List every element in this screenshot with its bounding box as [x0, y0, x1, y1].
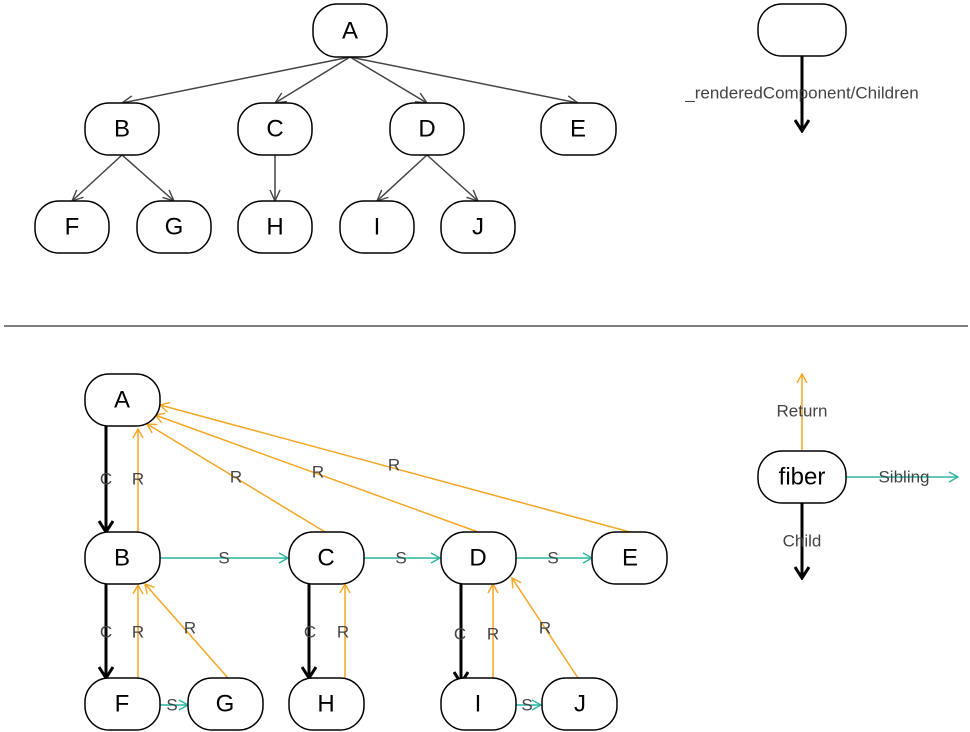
fiber-node-i: I	[440, 677, 517, 731]
top-node-h: H	[237, 200, 313, 254]
fiber-node-f-label: F	[115, 691, 130, 718]
top-legend: _renderedComponent/Children	[684, 3, 919, 131]
fiber-return-edges	[132, 401, 631, 679]
return-c-a	[145, 423, 326, 533]
label-return-h-c: R	[337, 623, 349, 642]
label-return-f-b: R	[132, 623, 144, 642]
label-sibling-d-e: S	[547, 549, 558, 568]
top-legend-node	[757, 3, 847, 57]
label-return-j-d: R	[539, 619, 551, 638]
top-node-h-label: H	[266, 214, 283, 241]
edge-a-d	[349, 56, 429, 104]
top-node-i: I	[339, 200, 415, 254]
top-node-j-label: J	[472, 214, 484, 241]
label-child-a-b: C	[100, 470, 112, 489]
top-node-c-label: C	[266, 116, 283, 143]
legend-sibling-label: Sibling	[878, 468, 929, 487]
legend-fiber-node: fiber	[757, 450, 847, 504]
top-node-c: C	[237, 102, 313, 156]
label-return-b-a: R	[132, 470, 144, 489]
return-e-a	[158, 401, 631, 533]
fiber-node-e: E	[591, 531, 668, 585]
return-g-b	[144, 582, 229, 679]
fiber-node-c: C	[288, 531, 365, 585]
edge-b-g	[121, 154, 176, 203]
label-sibling-b-c: S	[218, 549, 229, 568]
fiber-node-b-label: B	[114, 545, 130, 572]
fiber-node-i-label: I	[475, 691, 482, 718]
top-node-f-label: F	[65, 214, 80, 241]
edge-b-f	[70, 154, 123, 203]
label-sibling-c-d: S	[395, 549, 406, 568]
fiber-node-e-label: E	[622, 545, 638, 572]
fiber-node-j-label: J	[574, 691, 586, 718]
fiber-legend: Return Sibling Child fiber	[757, 372, 960, 578]
top-node-d-label: D	[418, 116, 435, 143]
fiber-sibling-edges	[160, 552, 594, 711]
fiber-node-j: J	[541, 677, 618, 731]
legend-return-label: Return	[776, 402, 827, 421]
top-node-b: B	[84, 102, 160, 156]
fiber-child-edges	[106, 425, 461, 683]
fiber-node-b: B	[84, 531, 161, 585]
top-node-b-label: B	[114, 116, 130, 143]
top-node-e: E	[540, 102, 617, 156]
label-return-c-a: R	[230, 468, 242, 487]
label-return-e-a: R	[388, 456, 400, 475]
label-sibling-f-g: S	[166, 696, 177, 715]
fiber-node-g-label: G	[216, 691, 235, 718]
top-tree-edges	[70, 56, 580, 203]
edge-a-b	[120, 56, 351, 107]
top-node-a: A	[312, 3, 388, 58]
edge-d-j	[426, 154, 480, 203]
label-child-c-h: C	[304, 623, 316, 642]
edge-a-e	[349, 56, 580, 107]
top-node-i-label: I	[374, 214, 381, 241]
top-node-e-label: E	[570, 116, 586, 143]
label-return-d-a: R	[312, 463, 324, 482]
fiber-node-h: H	[288, 677, 365, 731]
fiber-node-f: F	[84, 677, 161, 731]
edge-d-i	[375, 154, 428, 203]
fiber-edge-labels: C R R R R S S S C R R C R C R R S S	[100, 456, 559, 715]
label-child-b-f: C	[100, 623, 112, 642]
fiber-node-g: G	[187, 677, 264, 731]
label-child-d-i: C	[454, 625, 466, 644]
top-node-f: F	[34, 200, 110, 254]
fiber-node-h-label: H	[317, 691, 334, 718]
label-return-g-b: R	[184, 619, 196, 638]
return-d-a	[153, 412, 479, 533]
fiber-node-a: A	[84, 373, 161, 427]
top-legend-label: _renderedComponent/Children	[684, 84, 918, 103]
top-node-d: D	[389, 102, 465, 156]
top-node-j: J	[440, 200, 516, 254]
label-sibling-i-j: S	[521, 696, 532, 715]
edge-a-c	[273, 56, 351, 104]
top-node-g: G	[136, 200, 212, 254]
top-node-g-label: G	[165, 214, 184, 241]
fiber-node-a-label: A	[114, 387, 130, 414]
fiber-node-c-label: C	[317, 545, 334, 572]
fiber-node-d-label: D	[469, 545, 486, 572]
fiber-node-d: D	[440, 531, 517, 585]
legend-fiber-node-label: fiber	[779, 464, 826, 491]
legend-child-label: Child	[783, 532, 822, 551]
label-return-i-d: R	[487, 625, 499, 644]
return-j-d	[511, 576, 579, 679]
top-node-a-label: A	[342, 18, 358, 45]
